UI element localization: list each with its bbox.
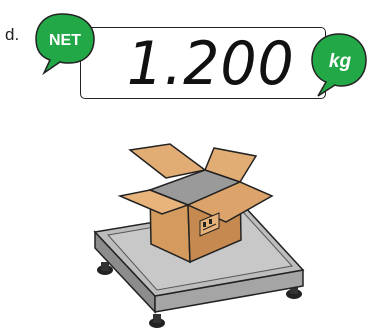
scale-illustration bbox=[0, 0, 368, 333]
